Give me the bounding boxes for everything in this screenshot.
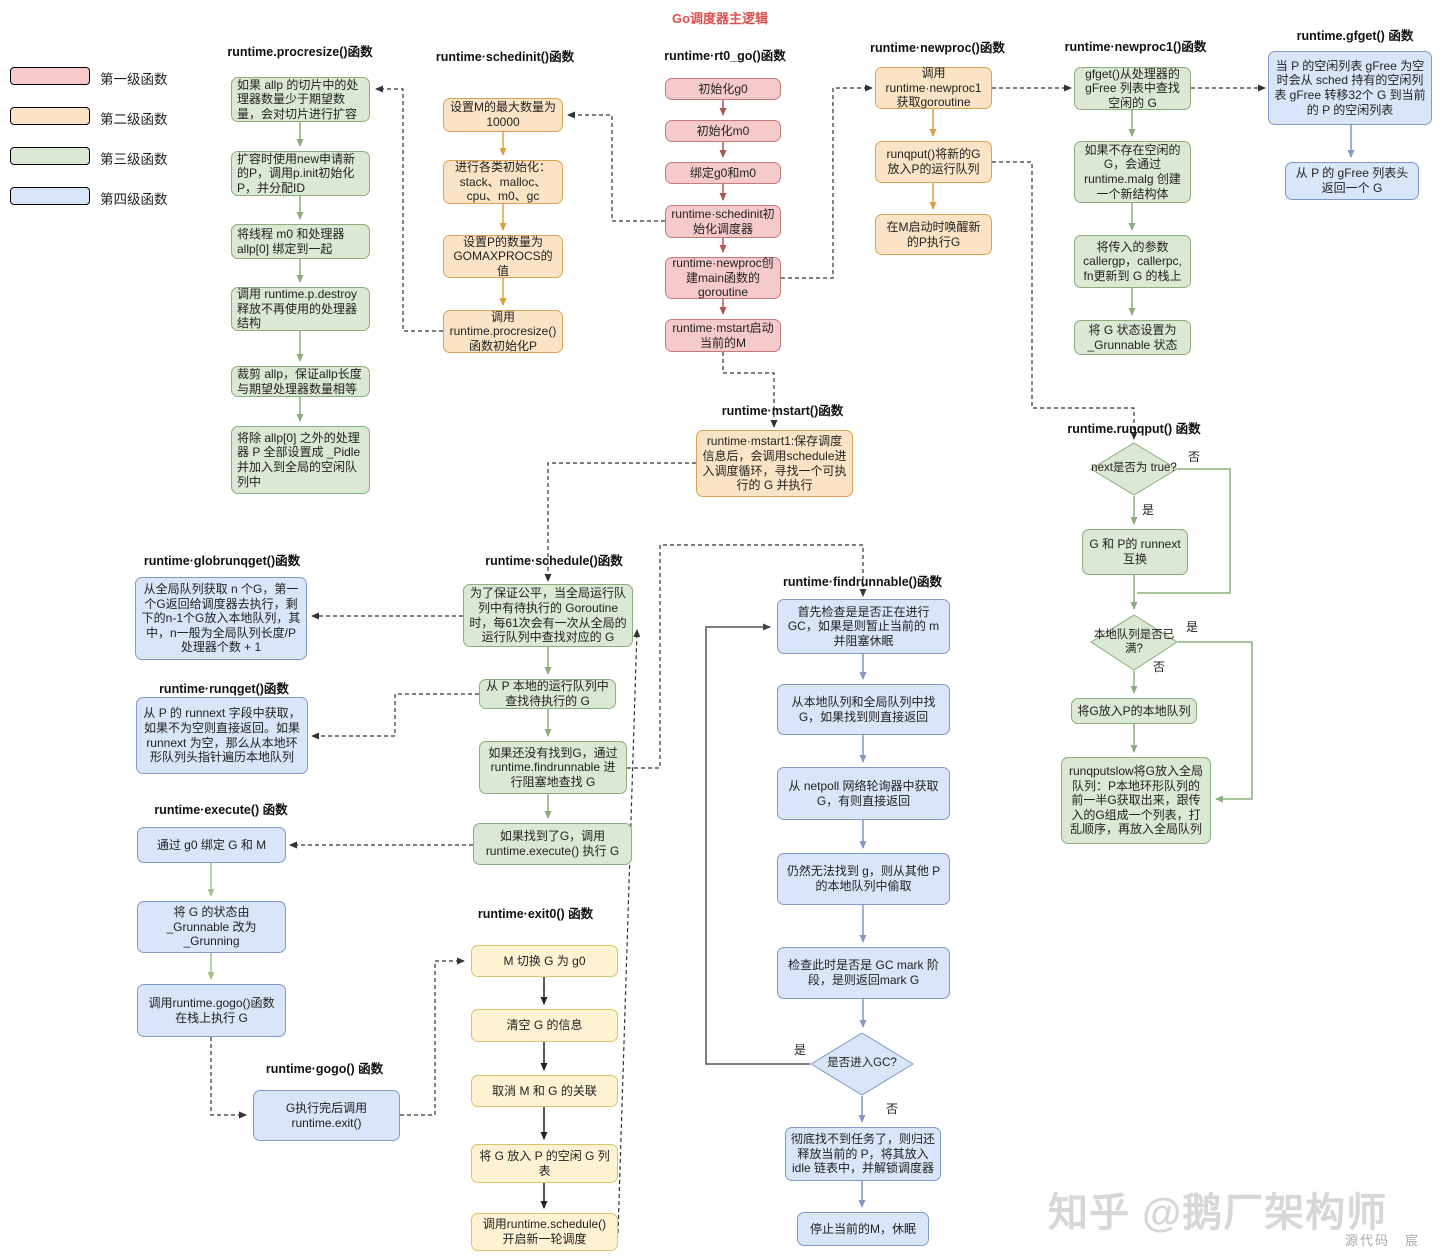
findrunnable-step-5: 检查此时是否是 GC mark 阶段，是则返回mark G — [777, 947, 950, 999]
schedinit-step-4: 调用runtime.procresize()函数初始化P — [443, 310, 563, 353]
findrunnable-fail: 彻底找不到任务了，则归还释放当前的 P，将其放入 idle 链表中，并解锁调度器 — [785, 1127, 941, 1181]
group-title-findrunnable: runtime·findrunnable()函数 — [782, 575, 942, 589]
procresize-step-4: 调用 runtime.p.destroy 释放不再使用的处理器结构 — [231, 287, 370, 331]
schedinit-step-3: 设置P的数量为GOMAXPROCS的值 — [443, 235, 563, 278]
rt0go-step-3: 绑定g0和m0 — [665, 162, 781, 184]
legend-swatch-level2 — [10, 107, 90, 125]
runqput-label-yes1: 是 — [1142, 503, 1155, 517]
gfget-step-1: 当 P 的空闲列表 gFree 为空时会从 sched 持有的空闲列表 gFre… — [1268, 51, 1432, 125]
group-title-execute: runtime·execute() 函数 — [154, 803, 288, 817]
runqput-label-no1: 否 — [1188, 450, 1201, 464]
procresize-step-6: 将除 allp[0] 之外的处理器 P 全部设置成 _Pidle 并加入到全局的… — [231, 426, 370, 494]
exit0-step-1: M 切换 G 为 g0 — [471, 945, 618, 977]
schedinit-step-1: 设置M的最大数量为10000 — [443, 98, 563, 132]
runqput-enqueue: 将G放入P的本地队列 — [1071, 698, 1197, 724]
legend-label-level2: 第二级函数 — [100, 112, 168, 127]
execute-step-1: 通过 g0 绑定 G 和 M — [137, 827, 286, 863]
newproc1-step-3: 将传入的参数 callergp，callerpc, fn更新到 G 的栈上 — [1074, 235, 1191, 288]
rt0go-step-6: runtime·mstart启动当前的M — [665, 319, 781, 352]
newproc1-step-4: 将 G 状态设置为 _Grunnable 状态 — [1074, 320, 1191, 355]
rt0go-step-2: 初始化m0 — [665, 120, 781, 142]
exit0-step-5: 调用runtime.schedule()开启新一轮调度 — [471, 1213, 618, 1251]
schedinit-step-2: 进行各类初始化：stack、malloc、cpu、m0、gc — [443, 160, 563, 204]
runqget-step-1: 从 P 的 runnext 字段中获取，如果不为空则直接返回。如果 runnex… — [136, 697, 308, 774]
schedule-step-2: 从 P 本地的运行队列中查找待执行的 G — [479, 679, 616, 709]
gc-label-yes: 是 — [794, 1043, 807, 1057]
group-title-newproc1: runtime·newproc1()函数 — [1064, 40, 1207, 54]
gc-label-no: 否 — [886, 1102, 899, 1116]
watermark-main: 知乎 @鹅厂架构师 — [1048, 1191, 1388, 1235]
gfget-step-2: 从 P 的 gFree 列表头返回一个 G — [1285, 162, 1419, 200]
legend-label-level1: 第一级函数 — [100, 72, 168, 87]
mstart-step-1: runtime·mstart1:保存调度信息后，会调用schedule进入调度循… — [696, 430, 853, 497]
findrunnable-step-4: 仍然无法找到 g，则从其他 P 的本地队列中偷取 — [777, 853, 950, 905]
globrunqget-step-1: 从全局队列获取 n 个G，第一个G返回给调度器去执行，剩下的n-1个G放入本地队… — [135, 577, 307, 660]
group-title-procresize: runtime.procresize()函数 — [227, 45, 373, 59]
findrunnable-sleep: 停止当前的M，休眠 — [797, 1212, 929, 1246]
group-title-globrunqget: runtime·globrunqget()函数 — [143, 554, 301, 568]
group-title-runqget: runtime·runqget()函数 — [159, 682, 289, 696]
execute-step-2: 将 G 的状态由 _Grunnable 改为 _Grunning — [137, 901, 286, 953]
procresize-step-3: 将线程 m0 和处理器 allp[0] 绑定到一起 — [231, 224, 370, 259]
runqput-label-yes2: 是 — [1186, 620, 1199, 634]
newproc1-step-2: 如果不存在空闲的 G，会通过 runtime.malg 创建一个新结构体 — [1074, 141, 1191, 203]
group-title-gfget: runtime.gfget() 函数 — [1296, 29, 1414, 43]
group-title-runqput: runtime.runqput() 函数 — [1067, 422, 1201, 436]
group-title-exit0: runtime·exit0() 函数 — [477, 907, 594, 921]
legend-swatch-level4 — [10, 187, 90, 205]
findrunnable-decision-gc: 是否进入GC? — [810, 1032, 914, 1096]
procresize-step-1: 如果 allp 的切片中的处理器数量少于期望数量，会对切片进行扩容 — [231, 77, 370, 122]
gogo-step-1: G执行完后调用runtime.exit() — [253, 1090, 400, 1141]
group-title-newproc: runtime·newproc()函数 — [870, 41, 1005, 55]
runqput-swap: G 和 P的 runnext 互换 — [1082, 529, 1188, 575]
runqput-decision-next: next是否为 true? — [1090, 442, 1178, 496]
newproc-step-3: 在M启动时唤醒新的P执行G — [875, 214, 992, 255]
execute-step-3: 调用runtime.gogo()函数在栈上执行 G — [137, 984, 286, 1037]
group-title-mstart: runtime·mstart()函数 — [721, 404, 844, 418]
group-title-schedule: runtime·schedule()函数 — [485, 554, 623, 568]
findrunnable-step-2: 从本地队列和全局队列中找G，如果找到则直接返回 — [777, 684, 950, 735]
newproc1-step-1: gfget()从处理器的gFree 列表中查找空闲的 G — [1074, 67, 1191, 110]
schedule-step-1: 为了保证公平，当全局运行队列中有待执行的 Goroutine 时，每61次会有一… — [463, 584, 633, 647]
group-title-gogo: runtime·gogo() 函数 — [265, 1062, 384, 1076]
rt0go-step-4: runtime·schedinit初始化调度器 — [665, 205, 781, 238]
exit0-step-3: 取消 M 和 G 的关联 — [471, 1075, 618, 1107]
group-title-rt0go: runtime·rt0_go()函数 — [664, 49, 786, 63]
findrunnable-step-1: 首先检查是是否正在进行GC，如果是则暂止当前的 m 并阻塞休眠 — [777, 599, 950, 654]
findrunnable-step-3: 从 netpoll 网络轮询器中获取G，有则直接返回 — [777, 767, 950, 820]
watermark-sub: 源代码 宸 — [1345, 1233, 1421, 1248]
runqput-label-no2: 否 — [1153, 660, 1166, 674]
schedule-step-3: 如果还没有找到G，通过 runtime.findrunnable 进行阻塞地查找… — [479, 741, 627, 794]
page-title: Go调度器主逻辑 — [671, 11, 769, 26]
schedule-step-4: 如果找到了G，调用 runtime.execute() 执行 G — [473, 823, 632, 865]
procresize-step-5: 裁剪 allp，保证allp长度与期望处理器数量相等 — [231, 366, 370, 397]
rt0go-step-1: 初始化g0 — [665, 78, 781, 100]
newproc-step-1: 调用runtime·newproc1获取goroutine — [875, 66, 992, 109]
runqput-slow: runqputslow将G放入全局队列：P本地环形队列的前一半G获取出来，跟传入… — [1061, 757, 1211, 844]
group-title-schedinit: runtime·schedinit()函数 — [435, 50, 575, 64]
runqput-decision-full: 本地队列是否已满? — [1090, 614, 1178, 671]
exit0-step-4: 将 G 放入 P 的空闲 G 列表 — [471, 1144, 618, 1183]
legend-swatch-level3 — [10, 147, 90, 165]
legend-label-level4: 第四级函数 — [100, 192, 168, 207]
legend-swatch-level1 — [10, 67, 90, 85]
exit0-step-2: 清空 G 的信息 — [471, 1009, 618, 1042]
rt0go-step-5: runtime·newproc创建main函数的goroutine — [665, 256, 781, 299]
newproc-step-2: runqput()将新的G放入P的运行队列 — [875, 141, 992, 183]
legend-label-level3: 第三级函数 — [100, 152, 168, 167]
procresize-step-2: 扩容时使用new申请新的P，调用p.init初始化P，并分配ID — [231, 151, 370, 196]
